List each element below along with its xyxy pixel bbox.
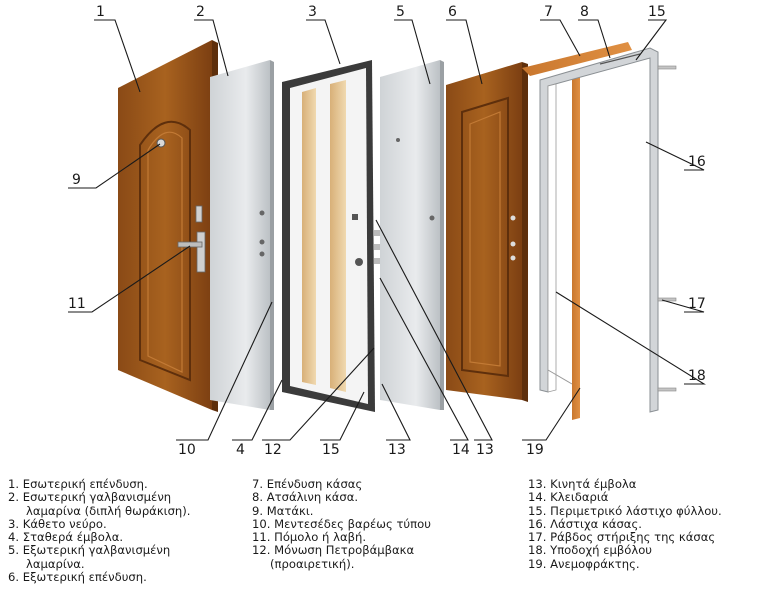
- steel-leaf-frame: [282, 60, 382, 412]
- callout-label: 12: [264, 442, 282, 458]
- callout-label: 5: [396, 4, 405, 20]
- callout-label: 1: [96, 4, 105, 20]
- legend-item: 10. Μεντεσέδες βαρέως τύπου: [252, 516, 431, 531]
- callout-label: 15: [322, 442, 340, 458]
- leader-lines: [68, 19, 706, 441]
- callout-label: 8: [580, 4, 589, 20]
- callout-labels: 1 2 3 5 6 7 8 15 9 11 16 17 18 10 4 12 1…: [68, 4, 706, 458]
- callout-label: 15: [648, 4, 666, 20]
- inner-galvanized-sheet: [210, 60, 274, 410]
- legend-item: 12. Μόνωση Πετροβάμβακα: [252, 543, 415, 558]
- legend-item: 7. Επένδυση κάσας: [252, 477, 363, 491]
- outer-galvanized-sheet: [380, 60, 444, 410]
- legend-item: 9. Ματάκι.: [252, 503, 314, 518]
- callout-label: 6: [448, 4, 457, 20]
- callout-label: 10: [178, 442, 196, 458]
- legend-item: λαμαρίνα.: [26, 556, 85, 571]
- legend-column-2: 7. Επένδυση κάσας 8. Ατσάλινη κάσα. 9. Μ…: [252, 477, 431, 571]
- legend-item: 4. Σταθερά έμβολα.: [8, 530, 124, 545]
- callout-label: 11: [68, 296, 86, 312]
- callout-label: 13: [476, 442, 494, 458]
- legend-item: (προαιρετική).: [270, 556, 355, 571]
- callout-label: 16: [688, 154, 706, 170]
- callout-label: 17: [688, 296, 706, 312]
- callout-label: 18: [688, 368, 706, 384]
- callout-label: 19: [526, 442, 544, 458]
- legend-item: 11. Πόμολο ή λαβή.: [252, 530, 367, 545]
- steel-door-frame: [539, 47, 677, 413]
- exploded-door-diagram: 1 2 3 5 6 7 8 15 9 11 16 17 18 10 4 12 1…: [68, 4, 706, 458]
- legend-item: 6. Εξωτερική επένδυση.: [8, 570, 147, 585]
- interior-wood-panel: [118, 40, 218, 412]
- legend-item: 3. Κάθετο νεύρο.: [8, 516, 107, 531]
- legend-item: 2. Εσωτερική γαλβανισμένη: [8, 490, 172, 505]
- callout-label: 13: [388, 442, 406, 458]
- legend-item: 15. Περιμετρικό λάστιχο φύλλου.: [528, 503, 722, 518]
- callout-label: 3: [308, 4, 317, 20]
- callout-label: 9: [72, 172, 81, 188]
- legend-item: 5. Εξωτερική γαλβανισμένη: [8, 543, 171, 558]
- legend-item: 18. Υποδοχή εμβόλου: [528, 543, 652, 558]
- callout-label: 14: [452, 442, 470, 458]
- legend-column-3: 13. Κινητά έμβολα 14. Κλειδαριά 15. Περι…: [528, 477, 722, 571]
- legend-item: 13. Κινητά έμβολα: [528, 477, 637, 491]
- legend-item: 8. Ατσάλινη κάσα.: [252, 490, 359, 505]
- legend-item: 17. Ράβδος στήριξης της κάσας: [528, 530, 716, 545]
- legend-item: 19. Ανεμοφράκτης.: [528, 556, 640, 571]
- legend-item: 16. Λάστιχα κάσας.: [528, 516, 642, 531]
- legend-column-1: 1. Εσωτερική επένδυση. 2. Εσωτερική γαλβ…: [8, 477, 191, 585]
- callout-label: 4: [236, 442, 245, 458]
- legend-item: 1. Εσωτερική επένδυση.: [8, 477, 148, 491]
- frame-lining: [522, 42, 632, 420]
- legend-item: λαμαρίνα (διπλή θωράκιση).: [26, 503, 191, 518]
- callout-label: 2: [196, 4, 205, 20]
- exterior-wood-panel: [446, 62, 528, 402]
- callout-label: 7: [544, 4, 553, 20]
- legend-item: 14. Κλειδαριά: [528, 490, 609, 505]
